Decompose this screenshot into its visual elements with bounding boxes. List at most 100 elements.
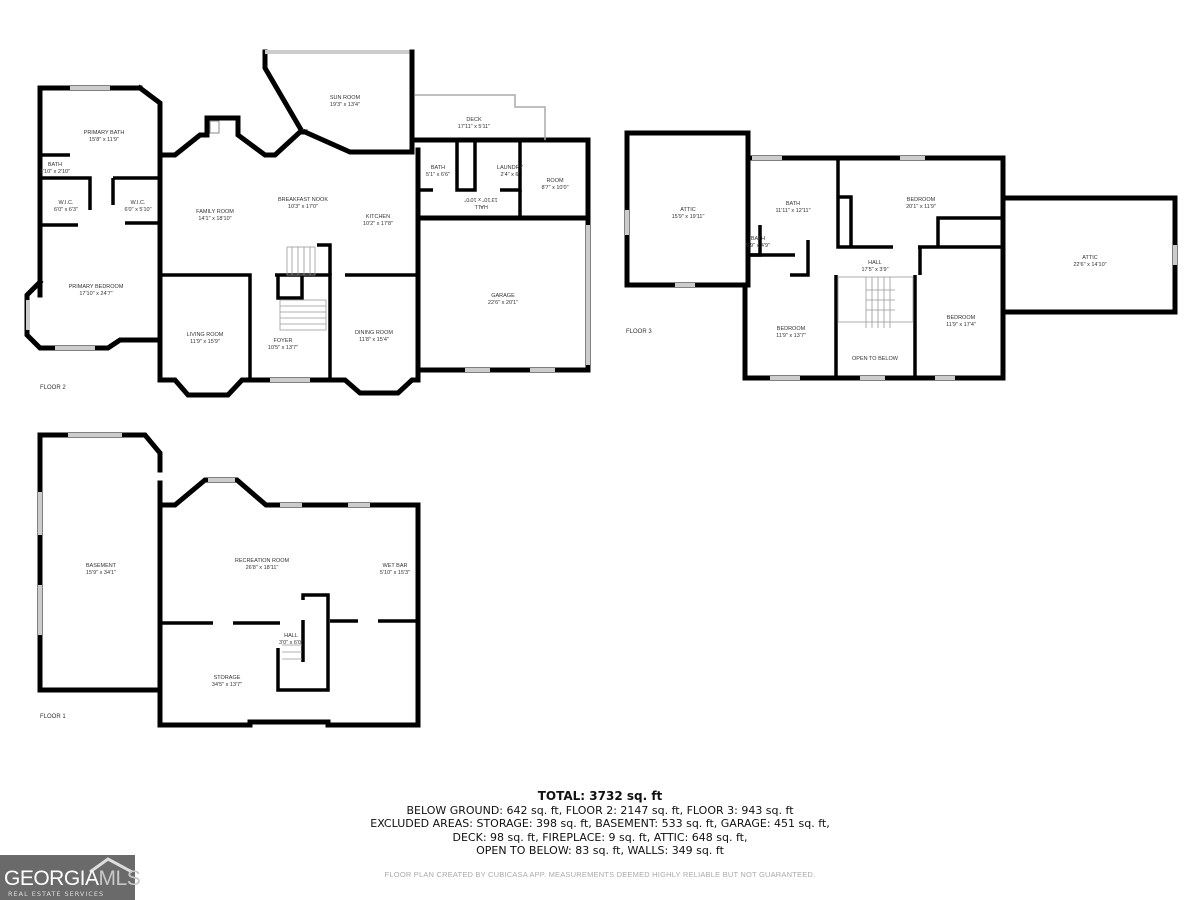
room-name: HALL [474,203,488,209]
room-dimensions: 11'11" x 12'11" [775,208,810,214]
wall [455,140,477,192]
room-dimensions: 5'9" x 4'9" [746,243,770,249]
wall [301,128,415,155]
wall [412,137,591,221]
area-line: BELOW GROUND: 642 sq. ft, FLOOR 2: 2147 … [406,803,794,817]
room-name: PRIMARY BEDROOM [69,284,124,290]
wall [276,593,330,692]
room-name: ROOM [546,178,564,184]
room-dimensions: 17'11" x 5'11" [458,124,490,130]
room-dimensions: 3'0" x 6'0" [279,640,303,646]
wall [40,176,92,210]
area-line: DECK: 98 sq. ft, FIREPLACE: 9 sq. ft, AT… [452,830,748,844]
room-name: GARAGE [491,293,515,299]
room-dimensions: 26'8" x 18'11" [246,565,279,571]
room-dimensions: 11'9" x 17'4" [946,322,976,328]
room-name: BREAKFAST NOOK [278,197,328,203]
wall [160,273,252,380]
wall [157,477,421,728]
room-dimensions: 5'1" x 6'6" [426,172,450,178]
room-dimensions: 10'5" x 13'7" [268,345,298,351]
room-name: LIVING ROOM [187,332,224,338]
staircase [282,644,302,660]
room-name: ATTIC [1082,255,1098,261]
room-dimensions: 3'10" x 2'10" [40,169,70,175]
room-name: LAUNDRY [497,165,524,171]
room-dimensions: 5'10" x 15'3" [380,570,410,576]
wall [157,147,421,398]
wall [836,160,893,249]
room-name: FAMILY ROOM [196,209,234,215]
room-dimensions: 10'2" x 17'8" [363,221,393,227]
room-name: STORAGE [214,675,241,681]
room-dimensions: 11'8" x 15'4" [359,337,389,343]
room-name: ATTIC [680,207,696,213]
room-name: BEDROOM [907,197,936,203]
logo-text-main: GEORGIA [4,867,99,890]
floor-label: FLOOR 3 [626,329,652,335]
room-dimensions: 22'6" x 14'10" [1073,262,1106,268]
room-dimensions: 6'0" x 5'10" [124,207,151,213]
room-name: BEDROOM [947,315,976,321]
total-area: TOTAL: 3732 sq. ft [537,789,663,803]
wall [317,243,332,275]
room-dimensions: 8'7" x 10'0" [541,185,568,191]
area-line: EXCLUDED AREAS: STORAGE: 398 sq. ft, BAS… [370,817,830,830]
wall [24,278,163,351]
room-dimensions: 11'9" x 13'7" [776,333,806,339]
room-name: OPEN TO BELOW [852,356,899,362]
room-name: BATH [751,236,765,242]
room-name: SUN ROOM [330,95,361,101]
room-name: FOYER [274,338,293,344]
room-name: HALL [284,633,298,639]
wall [262,49,304,132]
room-name: DECK [466,117,482,123]
room-dimensions: 20'1" x 11'9" [906,204,936,210]
wall [838,195,853,247]
room-dimensions: 19'3" x 13'4" [330,102,360,108]
room-name: BASEMENT [86,563,117,569]
room-dimensions: 11'9" x 15'9" [190,339,220,345]
area-line: OPEN TO BELOW: 83 sq. ft, WALLS: 349 sq.… [476,844,724,857]
wall [157,115,308,158]
room-dimensions: 34'5" x 13'7" [212,682,242,688]
logo-tagline: REAL ESTATE SERVICES [8,890,105,898]
room-name: HALL [868,260,882,266]
room-dimensions: 15'9" x 34'1" [86,570,116,576]
room-dimensions: 2'4" x 6' [500,172,519,178]
room-name: W.I.C. [59,200,74,206]
area-summary: TOTAL: 3732 sq. ft BELOW GROUND: 642 sq.… [300,789,900,858]
room-name: PRIMARY BATH [84,130,125,136]
room-dimensions: 6'0" x 6'3" [54,207,78,213]
wall [936,216,1003,247]
staircase [837,276,914,328]
room-name: BATH [48,162,62,168]
staircase [279,246,327,331]
room-dimensions: 15'9" x 19'11" [672,214,705,220]
room-name: BATH [431,165,445,171]
room-name: WET BAR [383,563,408,569]
room-name: RECREATION ROOM [235,558,290,564]
disclaimer: FLOOR PLAN CREATED BY CUBICASA APP. MEAS… [384,870,816,879]
fireplace [209,120,220,134]
floor-label: FLOOR 1 [40,714,66,720]
room-name: KITCHEN [366,214,390,220]
room-dimensions: 17'5" x 3'9" [861,267,888,273]
room-dimensions: 22'6" x 20'1" [488,300,518,306]
deck-outline [415,94,546,140]
room-dimensions: 10'3" x 17'0" [288,204,318,210]
room-dimensions: 14'1" x 18'10" [198,216,231,222]
roof-icon [89,857,133,873]
room-name: W.I.C. [131,200,146,206]
room-dimensions: 17'10" x 24'7" [79,291,112,297]
floor-label: FLOOR 2 [40,385,66,391]
wall [136,84,163,158]
room-dimensions: 15'8" x 11'9" [89,137,119,143]
